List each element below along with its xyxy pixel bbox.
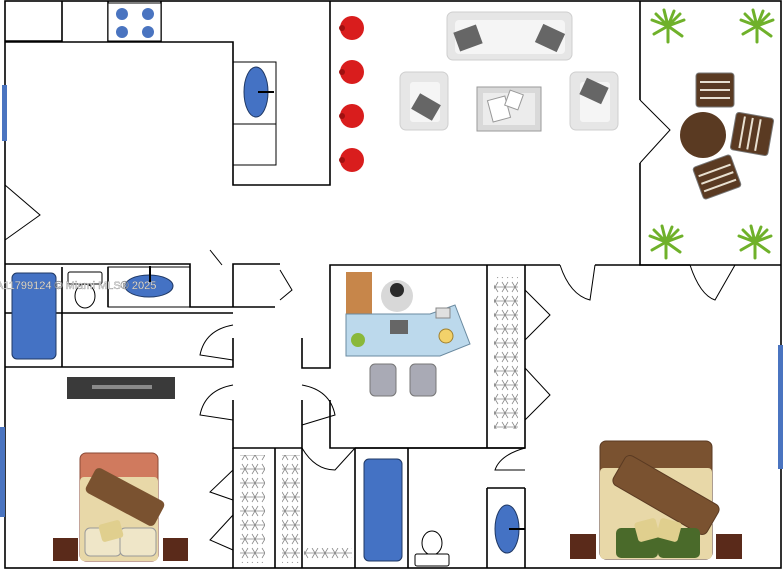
desk-icon [345, 272, 471, 397]
bathtub-icon [363, 458, 403, 562]
sofa-icon [446, 11, 573, 61]
door-swing [559, 264, 596, 301]
door-swing [494, 447, 526, 471]
door-swing [689, 264, 736, 301]
windows [0, 85, 783, 517]
door-swing [4, 184, 41, 241]
coffee-table-icon [476, 86, 542, 132]
door-swing [209, 249, 293, 301]
tv-icon [67, 377, 175, 399]
window [778, 345, 783, 469]
plant-icon [739, 8, 775, 44]
plant-icon [737, 224, 773, 260]
bathtub-icon [11, 272, 57, 360]
bar-stool-icon [339, 104, 364, 128]
chair [729, 111, 775, 157]
nightstand [716, 534, 742, 559]
nightstand [53, 538, 78, 561]
doors [4, 99, 736, 551]
door-swing [639, 99, 671, 164]
closet-icon [240, 277, 518, 563]
chair [692, 154, 742, 200]
plant-icon [650, 8, 686, 44]
toilet-icon [414, 530, 450, 567]
chair [695, 72, 735, 108]
dining-table-icon [680, 72, 775, 200]
bed-icon [79, 452, 165, 562]
window [2, 85, 7, 141]
bar-stools [339, 16, 364, 172]
door-swing [524, 289, 551, 341]
door-swing [209, 469, 234, 551]
window [0, 427, 5, 517]
plants [648, 8, 775, 260]
plant-icon [648, 224, 684, 260]
door-swing [301, 447, 356, 471]
bar-stool-icon [339, 148, 364, 172]
toilet-icon [67, 271, 103, 309]
armchair-icon [399, 71, 449, 131]
armchair-icon [569, 71, 619, 131]
door-swing [199, 324, 234, 361]
door-swing [524, 367, 551, 421]
bar-stool-icon [339, 16, 364, 40]
bed-icon [599, 440, 720, 560]
watermark: A11799124 © Miami MLS® 2025 [0, 280, 156, 292]
stove-icon [107, 2, 162, 42]
bar-stool-icon [339, 60, 364, 84]
door-swing [301, 384, 336, 426]
door-swing [199, 384, 234, 421]
sink-icon [107, 266, 191, 308]
sink-icon [494, 504, 525, 554]
sink-icon [232, 61, 277, 166]
nightstand [163, 538, 188, 561]
nightstand [570, 534, 596, 559]
